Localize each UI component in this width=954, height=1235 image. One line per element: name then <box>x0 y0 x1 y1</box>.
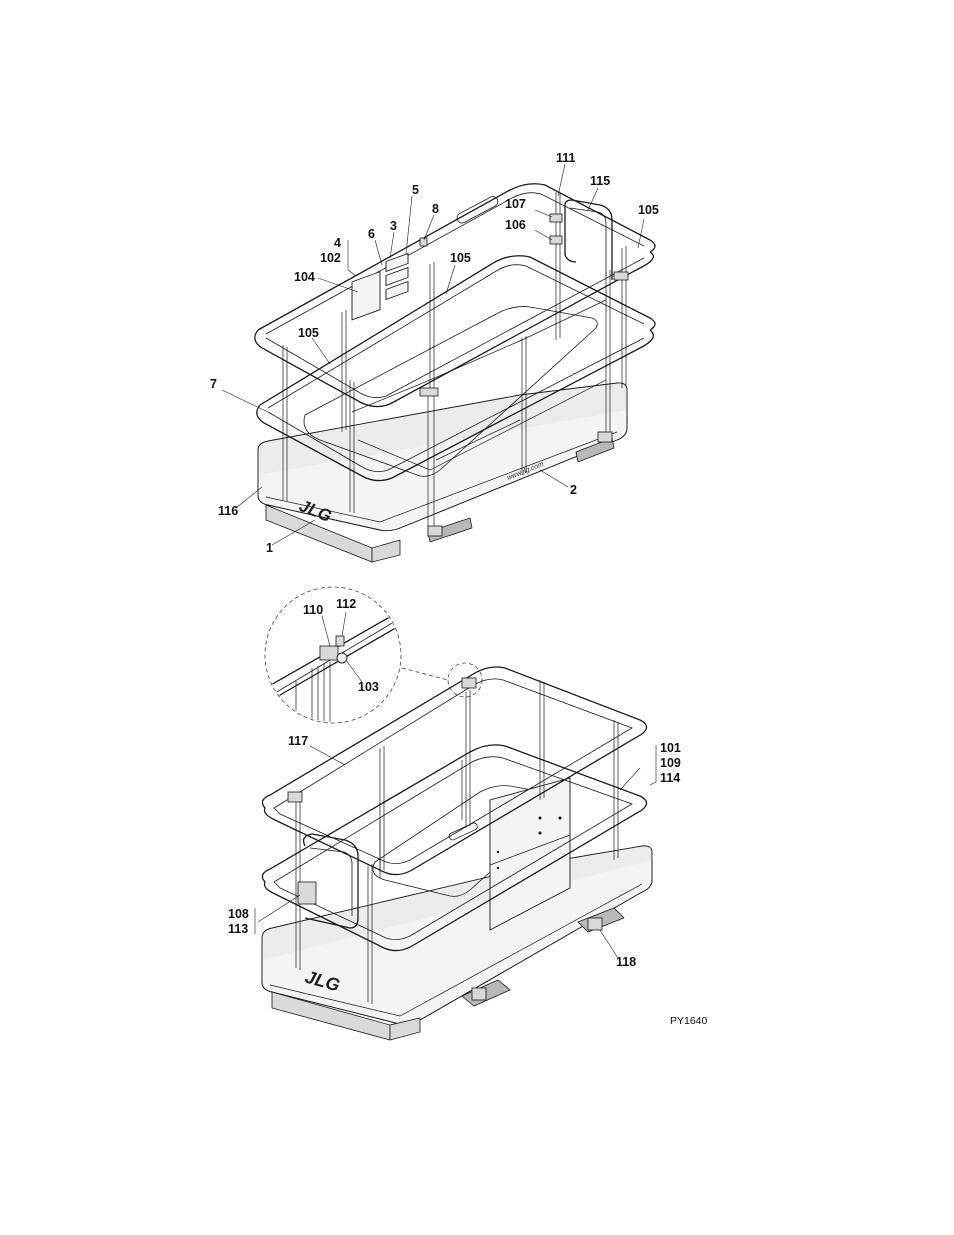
far-wall-panel <box>351 299 607 413</box>
callout-111: 111 <box>556 151 576 165</box>
rail-clamp-left <box>287 791 303 803</box>
callout-6: 6 <box>368 227 375 241</box>
clamp-block <box>319 645 339 661</box>
callout-112: 112 <box>336 597 356 611</box>
manual-holder-104 <box>351 271 381 321</box>
callout-101: 101 <box>660 741 681 755</box>
callout-105-mid: 105 <box>450 251 471 265</box>
callout-1: 1 <box>266 541 273 555</box>
uprights-bottom <box>295 680 619 1004</box>
detail-view-clamp: 110 112 103 <box>264 586 483 724</box>
callout-102: 102 <box>320 251 341 265</box>
post-clamp-low <box>427 525 443 537</box>
top-rail-bottom-view <box>261 666 648 876</box>
callout-2: 2 <box>570 483 577 497</box>
mid-rail-far <box>259 255 656 406</box>
callout-4: 4 <box>334 236 341 250</box>
end-gate <box>302 833 359 929</box>
post-clamp-right <box>613 271 629 281</box>
callout-106: 106 <box>505 218 526 232</box>
back-panel <box>489 777 571 931</box>
gate-latch-upper <box>549 213 563 223</box>
callout-105-left: 105 <box>298 326 319 340</box>
callout-105-right: 105 <box>638 203 659 217</box>
callout-7: 7 <box>210 377 217 391</box>
callout-109: 109 <box>660 756 681 770</box>
top-rail-near <box>254 251 654 408</box>
callout-107: 107 <box>505 197 526 211</box>
clamp-bolt <box>335 635 345 647</box>
detail-circle <box>264 586 402 724</box>
decal-3 <box>385 252 409 273</box>
callout-108: 108 <box>228 907 249 921</box>
floor-handle <box>448 822 478 841</box>
floor-tray <box>303 306 598 477</box>
top-rail-far <box>257 183 656 331</box>
rail-clamp-right <box>461 677 477 689</box>
mid-rail-near <box>256 329 654 482</box>
callout-114: 114 <box>660 771 680 785</box>
swing-gate <box>564 199 613 280</box>
drawing-id: PY1640 <box>670 1015 708 1027</box>
handle-slot-top <box>456 196 499 224</box>
callout-110: 110 <box>303 603 323 617</box>
leaders-top <box>221 163 645 546</box>
uprights-top <box>282 192 627 535</box>
platform-bottom-view: JLG 117 101 109 114 108 113 118 <box>228 666 681 1041</box>
callout-104: 104 <box>294 270 315 284</box>
mid-rail-bottom-view <box>261 744 648 952</box>
callout-118: 118 <box>616 955 636 969</box>
decal-8 <box>419 237 428 247</box>
post-clamp-mid <box>419 387 439 397</box>
platform-top-view: JLG www.jlg.com 111 115 107 106 <box>210 151 659 563</box>
callout-113: 113 <box>228 922 248 936</box>
callout-5: 5 <box>412 183 419 197</box>
callout-116: 116 <box>218 504 238 518</box>
callout-115: 115 <box>590 174 610 188</box>
gate-latch-lower <box>549 235 563 245</box>
callout-117: 117 <box>288 734 308 748</box>
leaders-bottom <box>254 745 657 959</box>
callout-8: 8 <box>432 202 439 216</box>
clamp-knob <box>336 652 348 664</box>
mount-pad-top-right <box>575 437 615 463</box>
callout-103: 103 <box>358 680 379 694</box>
callout-3: 3 <box>390 219 397 233</box>
